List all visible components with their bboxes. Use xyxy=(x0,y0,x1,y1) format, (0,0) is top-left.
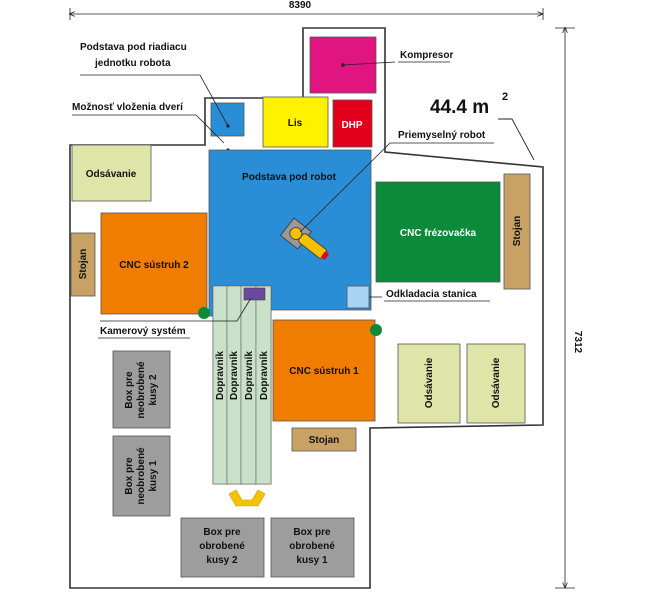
camera-system-label: Kamerový systém xyxy=(100,326,186,337)
stand-bottom xyxy=(291,427,357,452)
storage-station xyxy=(346,285,370,309)
dhp-label: DHP xyxy=(341,120,362,131)
box-unmachined-2-line2: neobrobené xyxy=(136,361,147,419)
box-unmachined-1-line2: neobrobené xyxy=(136,447,147,505)
cnc-milling-label: CNC frézovačka xyxy=(400,228,477,239)
door-option-label: Možnosť vloženia dverí xyxy=(72,102,184,113)
box-machined-1-line2: obrobené xyxy=(289,541,335,552)
box-machined-2-line3: kusy 2 xyxy=(206,555,238,566)
box-unmachined-1-line3: kusy 1 xyxy=(148,460,159,492)
dhp xyxy=(332,99,373,148)
area-label: 44.4 m 2 xyxy=(430,91,535,161)
box-machined-1-line3: kusy 1 xyxy=(296,555,328,566)
robot-base-label: Podstava pod robot xyxy=(242,172,337,183)
area-value: 44.4 m xyxy=(430,97,489,118)
cnc-milling-machine xyxy=(375,181,501,283)
press xyxy=(262,96,329,148)
box-unmachined-1-line1: Box pre xyxy=(124,457,135,495)
extraction-unit-1-label: Odsávanie xyxy=(86,169,137,180)
box-machined-1-line1: Box pre xyxy=(293,527,331,538)
conveyor-3-label: Dopravník xyxy=(244,351,255,400)
box-unmachined-1 xyxy=(112,435,171,517)
room-outline xyxy=(69,27,544,589)
box-machined-2-line1: Box pre xyxy=(203,527,241,538)
lathe-1-indicator xyxy=(370,324,382,336)
stand-right-label: Stojan xyxy=(512,216,523,247)
control-base-label-line1: Podstava pod riadiacu xyxy=(80,42,187,53)
width-dimension: 8390 xyxy=(70,0,543,20)
cnc-lathe-2 xyxy=(100,212,208,315)
extraction-unit-1 xyxy=(71,144,152,202)
width-dimension-label: 8390 xyxy=(289,0,312,11)
cnc-lathe-2-label: CNC sústruh 2 xyxy=(119,260,189,271)
storage-station-label: Odkladacia stanica xyxy=(386,289,477,300)
height-dimension-label: 7312 xyxy=(572,331,583,354)
stand-right xyxy=(503,173,531,290)
gripper-icon xyxy=(228,489,266,507)
extraction-unit-3 xyxy=(466,343,526,424)
robot-control-base xyxy=(210,102,245,137)
box-unmachined-2-line3: kusy 2 xyxy=(148,374,159,406)
box-unmachined-2 xyxy=(112,350,171,429)
extraction-unit-2-label: Odsávanie xyxy=(424,357,435,408)
compressor-label: Kompresor xyxy=(400,50,453,61)
conveyor-group: Dopravník Dopravník Dopravník Dopravník xyxy=(212,285,272,485)
press-label: Lis xyxy=(288,118,303,129)
box-unmachined-2-line1: Box pre xyxy=(124,371,135,409)
conveyor-1-label: Dopravník xyxy=(215,351,226,400)
conveyor-4 xyxy=(255,285,272,485)
conveyor-4-label: Dopravník xyxy=(259,351,270,400)
industrial-robot-icon xyxy=(279,217,330,260)
area-exponent: 2 xyxy=(502,91,508,103)
box-machined-2-line2: obrobené xyxy=(199,541,245,552)
box-machined-1 xyxy=(270,517,355,578)
box-machined-2 xyxy=(180,517,265,578)
conveyor-2-label: Dopravník xyxy=(229,351,240,400)
camera-system xyxy=(243,287,266,301)
lathe-2-indicator xyxy=(198,307,210,319)
stand-left xyxy=(70,232,96,297)
stand-bottom-label: Stojan xyxy=(309,435,340,446)
extraction-unit-3-label: Odsávanie xyxy=(491,357,502,408)
height-dimension: 7312 xyxy=(555,28,583,588)
cnc-lathe-1-label: CNC sústruh 1 xyxy=(289,366,359,377)
extraction-unit-2 xyxy=(397,343,461,424)
stand-left-label: Stojan xyxy=(78,249,89,280)
industrial-robot-label: Priemyselný robot xyxy=(398,130,486,141)
control-base-label-line2: jednotku robota xyxy=(94,58,171,69)
cnc-lathe-1 xyxy=(272,319,376,422)
